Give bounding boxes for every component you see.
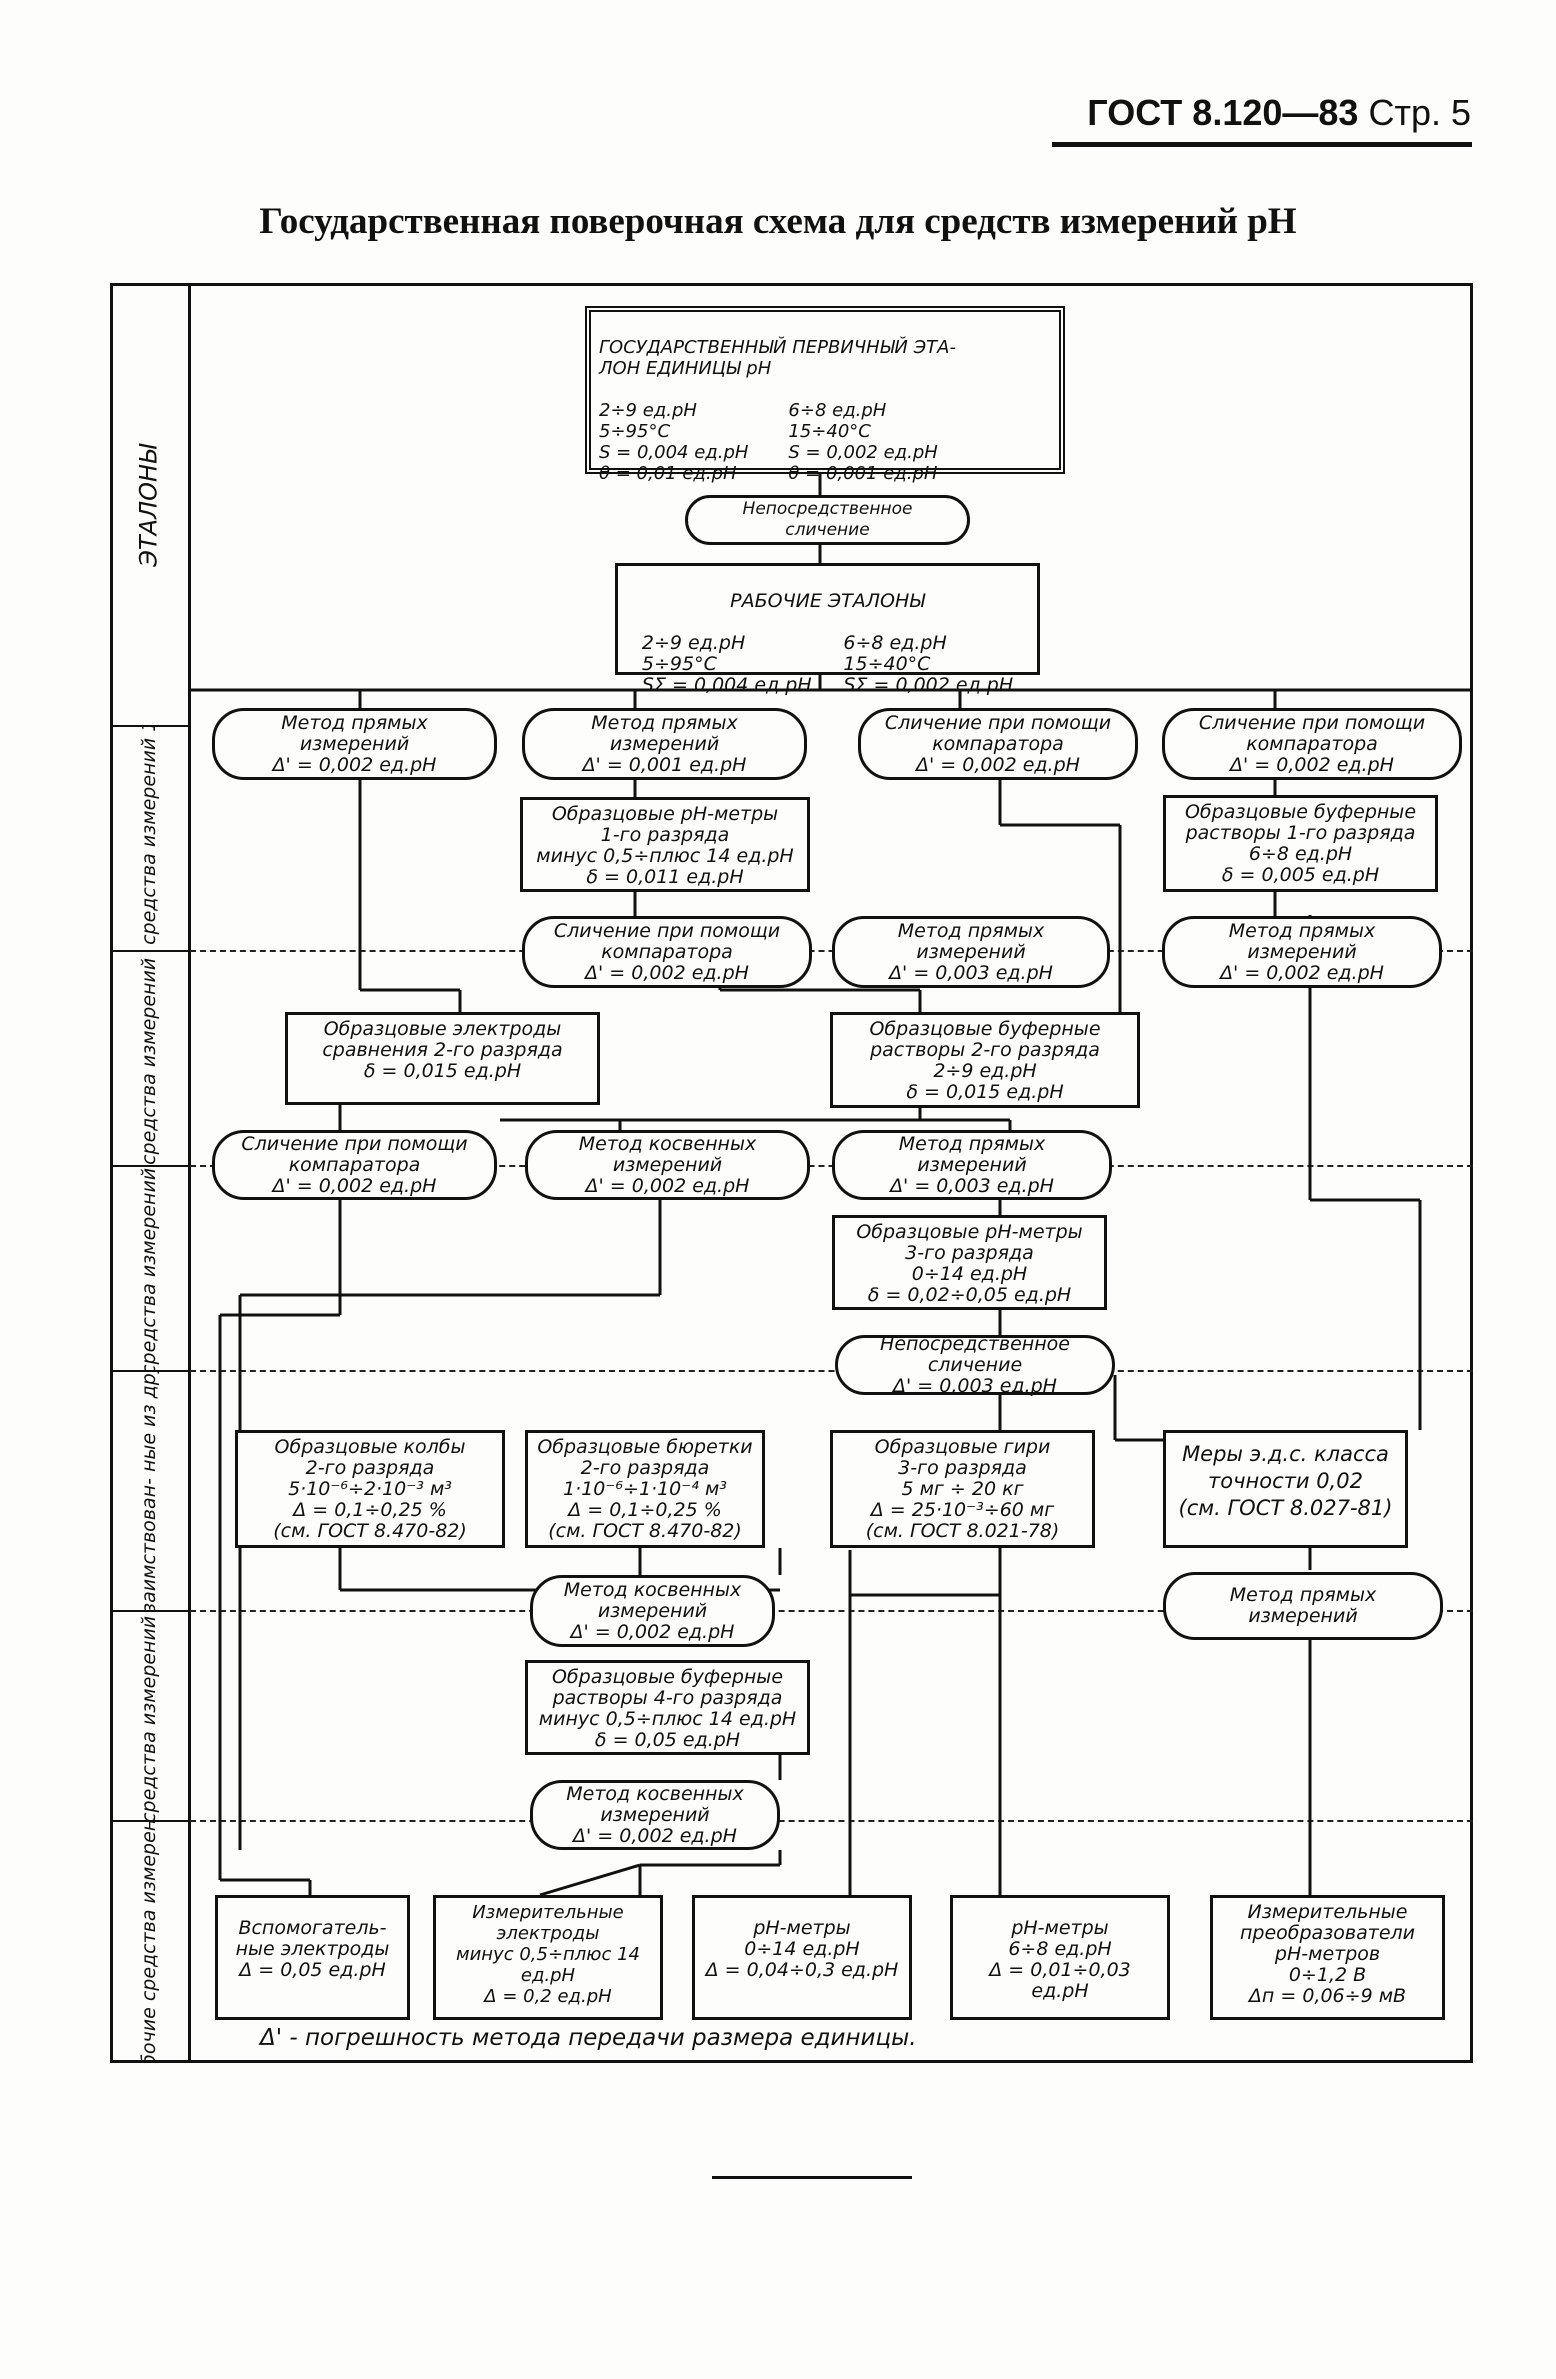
method-oval: Метод косвенных измерений Δ' = 0,002 ед.…	[530, 1575, 775, 1647]
rank4-buffer-solutions-box: Образцовые буферные растворы 4-го разряд…	[525, 1660, 810, 1755]
comparator-oval: Сличение при помощи компаратора Δ' = 0,0…	[1162, 708, 1462, 780]
level-dashed-line	[190, 1370, 1473, 1372]
method-oval: Метод прямых измерений Δ' = 0,003 ед.pH	[832, 1130, 1112, 1200]
level-column-divider	[188, 283, 191, 2063]
page-title: Государственная поверочная схема для сре…	[259, 201, 1297, 242]
method-oval: Метод прямых измерений Δ' = 0,003 ед.pH	[832, 916, 1110, 988]
rank2-buffer-solutions-box: Образцовые буферные растворы 2-го разряд…	[830, 1012, 1140, 1108]
working-etalons-title: РАБОЧИЕ ЭТАЛОНЫ	[730, 590, 925, 612]
rank1-ph-meters-box: Образцовые pH-метры 1-го разряда минус 0…	[520, 797, 810, 892]
level-divider	[110, 1165, 190, 1167]
comparator-oval: Сличение при помощи компаратора Δ' = 0,0…	[858, 708, 1138, 780]
level-divider	[110, 1820, 190, 1822]
ph-meters-0-14-box: pH-метры 0÷14 ед.pH Δ = 0,04÷0,3 ед.pH	[692, 1895, 912, 2020]
document-code: ГОСТ 8.120—83	[1087, 92, 1359, 133]
direct-compare-oval-2: Непосредственное сличение Δ' = 0,003 ед.…	[835, 1333, 1115, 1396]
method-oval: Метод косвенных измерений Δ' = 0,002 ед.…	[525, 1130, 810, 1200]
rank3-ph-meters-box: Образцовые pH-метры 3-го разряда 0÷14 ед…	[832, 1215, 1107, 1310]
level-dashed-line	[190, 950, 1473, 952]
ph-meters-6-8-box: pH-метры 6÷8 ед.pH Δ = 0,01÷0,03 ед.pH	[950, 1895, 1170, 2020]
level-divider	[110, 950, 190, 952]
working-etalons-range-1: 2÷9 ед.pH 5÷95°C SΣ = 0,004 ед.pH	[641, 632, 812, 696]
level-divider	[110, 1370, 190, 1372]
method-oval: Метод прямых измерений Δ' = 0,002 ед.pH	[1162, 916, 1442, 988]
level-divider	[110, 725, 190, 727]
comparator-oval: Сличение при помощи компаратора Δ' = 0,0…	[522, 916, 812, 988]
measuring-electrodes-box: Измерительные электроды минус 0,5÷плюс 1…	[433, 1895, 663, 2020]
level-dashed-line	[190, 1165, 1473, 1167]
primary-etalon-range-2: 6÷8 ед.pH 15÷40°C S = 0,002 ед.pH θ = 0,…	[788, 400, 938, 484]
header-rule	[1052, 142, 1472, 147]
direct-compare-oval: Непосредственное сличение	[685, 495, 970, 545]
footnote: Δ' - погрешность метода передачи размера…	[260, 2025, 917, 2051]
level-divider	[110, 1610, 190, 1612]
rank1-buffer-solutions-box: Образцовые буферные растворы 1-го разряд…	[1163, 795, 1438, 892]
rank2-reference-electrodes-box: Образцовые электроды сравнения 2-го разр…	[285, 1012, 600, 1105]
flasks-box: Образцовые колбы 2-го разряда 5·10⁻⁶÷2·1…	[235, 1430, 505, 1548]
weights-box: Образцовые гири 3-го разряда 5 мг ÷ 20 к…	[830, 1430, 1095, 1548]
document-header: ГОСТ 8.120—83 Стр. 5	[1087, 92, 1471, 134]
primary-etalon-box: ГОСУДАРСТВЕННЫЙ ПЕРВИЧНЫЙ ЭТА- ЛОН ЕДИНИ…	[585, 306, 1065, 484]
primary-etalon-title: ГОСУДАРСТВЕННЫЙ ПЕРВИЧНЫЙ ЭТА- ЛОН ЕДИНИ…	[599, 337, 956, 379]
method-oval: Метод прямых измерений	[1163, 1572, 1443, 1640]
diagram-frame	[110, 283, 1473, 2063]
primary-etalon-range-1: 2÷9 ед.pH 5÷95°C S = 0,004 ед.pH θ = 0,0…	[599, 400, 749, 484]
burettes-box: Образцовые бюретки 2-го разряда 1·10⁻⁶÷1…	[525, 1430, 765, 1548]
level-dashed-line	[190, 1610, 1473, 1612]
aux-electrodes-box: Вспомогатель- ные электроды Δ = 0,05 ед.…	[215, 1895, 410, 2020]
method-oval: Метод прямых измерений Δ' = 0,002 ед.pH	[212, 708, 497, 780]
working-etalons-range-2: 6÷8 ед.pH 15÷40°C SΣ = 0,002 ед.pH	[843, 632, 1014, 696]
comparator-oval: Сличение при помощи компаратора Δ' = 0,0…	[212, 1130, 497, 1200]
emf-measures-box: Меры э.д.с. класса точности 0,02 (см. ГО…	[1163, 1430, 1408, 1548]
method-oval: Метод косвенных измерений Δ' = 0,002 ед.…	[530, 1780, 780, 1850]
page-label: Стр. 5	[1368, 92, 1471, 133]
ph-meter-converters-box: Измерительные преобразователи pH-метров …	[1210, 1895, 1445, 2020]
bottom-rule	[712, 2176, 912, 2179]
level-dashed-line	[190, 1820, 1473, 1822]
working-etalons-box: РАБОЧИЕ ЭТАЛОНЫ 2÷9 ед.pH 5÷95°C SΣ = 0,…	[615, 563, 1040, 696]
method-oval: Метод прямых измерений Δ' = 0,001 ед.pH	[522, 708, 807, 780]
